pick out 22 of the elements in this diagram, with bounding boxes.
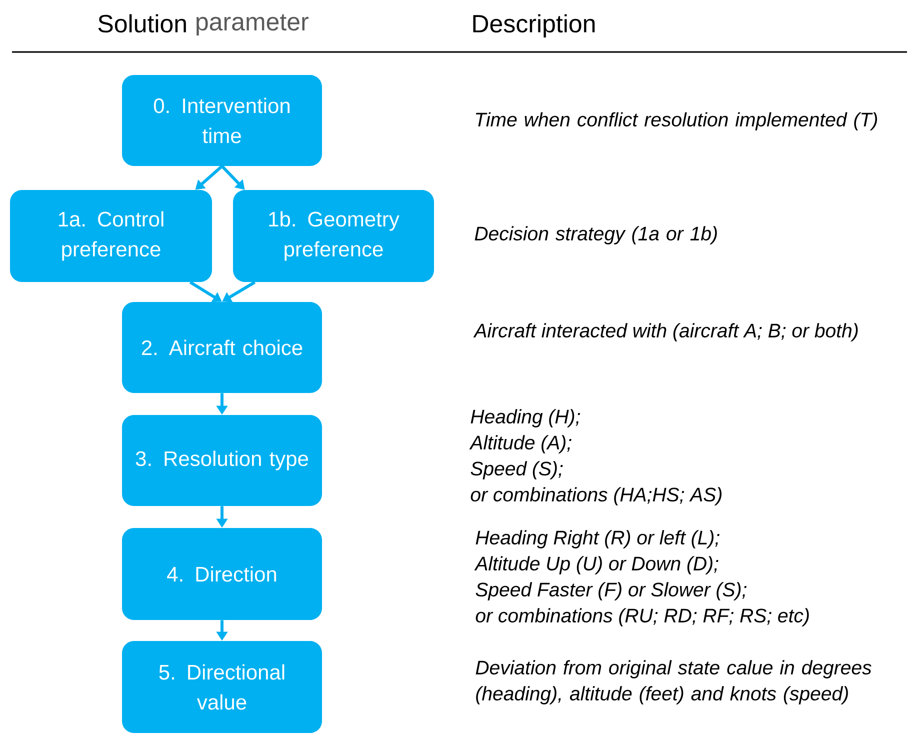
process-box: 3. Resolution type (122, 414, 322, 506)
process-box: 1a. Control preference (10, 190, 212, 282)
column-heading: Solution (98, 14, 186, 33)
description-text: Altitude Up (U) or Down (D); (474, 556, 718, 574)
column-heading: parameter (196, 14, 308, 36)
process-box: 0. Intervention time (122, 75, 322, 166)
process-box: 5. Directional value (122, 640, 322, 733)
description-text: or combinations (HA;HS; AS) (470, 487, 722, 506)
process-box: 4. Direction (122, 528, 322, 620)
description-text: Aircraft interacted with (aircraft A; B; or both) (473, 323, 858, 342)
description-text: Heading (H); (470, 409, 580, 428)
description-text: or combinations (RU; RD; RF; RS; etc) (476, 608, 809, 626)
description-text: Deviation from original state calue in degrees (heading), altitude (feet) and knots (speed) (476, 660, 872, 704)
description-text: Heading Right (R) or left (L); (476, 530, 720, 548)
process-box: 2. Aircraft choice (122, 302, 322, 393)
description-text: Time when conflict resolution implemented (T) (476, 112, 878, 130)
description-text: Speed Faster (F) or Slower (S); (476, 582, 746, 600)
process-box: 1b. Geometry preference (233, 190, 434, 282)
column-heading: Description (473, 14, 595, 38)
description-text: Speed (S); (470, 461, 563, 480)
description-text: Altitude (A); (469, 435, 572, 454)
description-text: Decision strategy (1a or 1b) (474, 226, 717, 244)
